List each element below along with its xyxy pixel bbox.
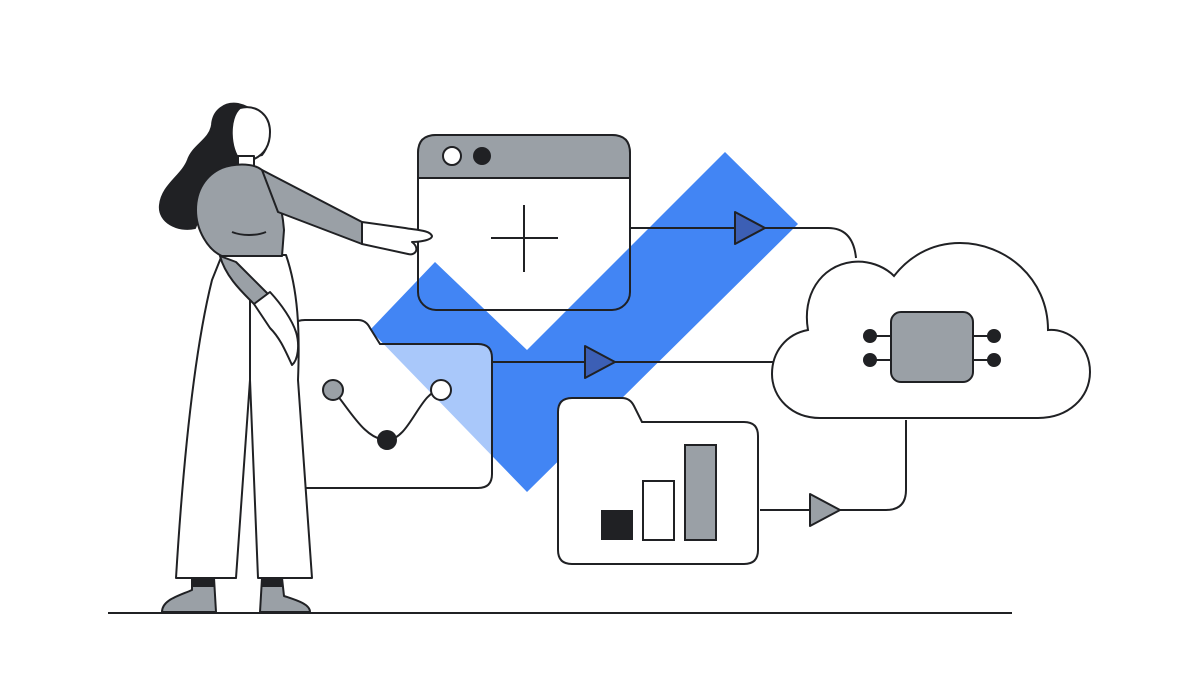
plus-icon xyxy=(491,205,558,272)
bar-tall xyxy=(684,444,717,541)
trousers xyxy=(175,254,313,579)
hand-pointing xyxy=(361,221,433,256)
flow-arrow-icon xyxy=(809,493,841,527)
browser-window-icon xyxy=(417,134,631,311)
face xyxy=(230,106,271,161)
bar-medium xyxy=(642,480,675,541)
connector-cloud-to-barchart xyxy=(760,420,907,511)
folder-bar-chart-icon xyxy=(557,397,759,565)
chip-icon xyxy=(890,311,974,383)
flow-arrow-icon xyxy=(584,345,616,379)
window-dot-icon xyxy=(442,146,462,166)
flow-arrow-icon xyxy=(734,211,766,245)
folder-line-chart-icon xyxy=(289,319,493,489)
window-dot-icon xyxy=(473,147,491,165)
bar-small xyxy=(601,510,633,540)
person-figure xyxy=(158,102,433,613)
cloud-chip-icon xyxy=(770,241,1092,419)
connector-window-to-cloud xyxy=(630,227,857,259)
hand-lower xyxy=(253,291,300,366)
